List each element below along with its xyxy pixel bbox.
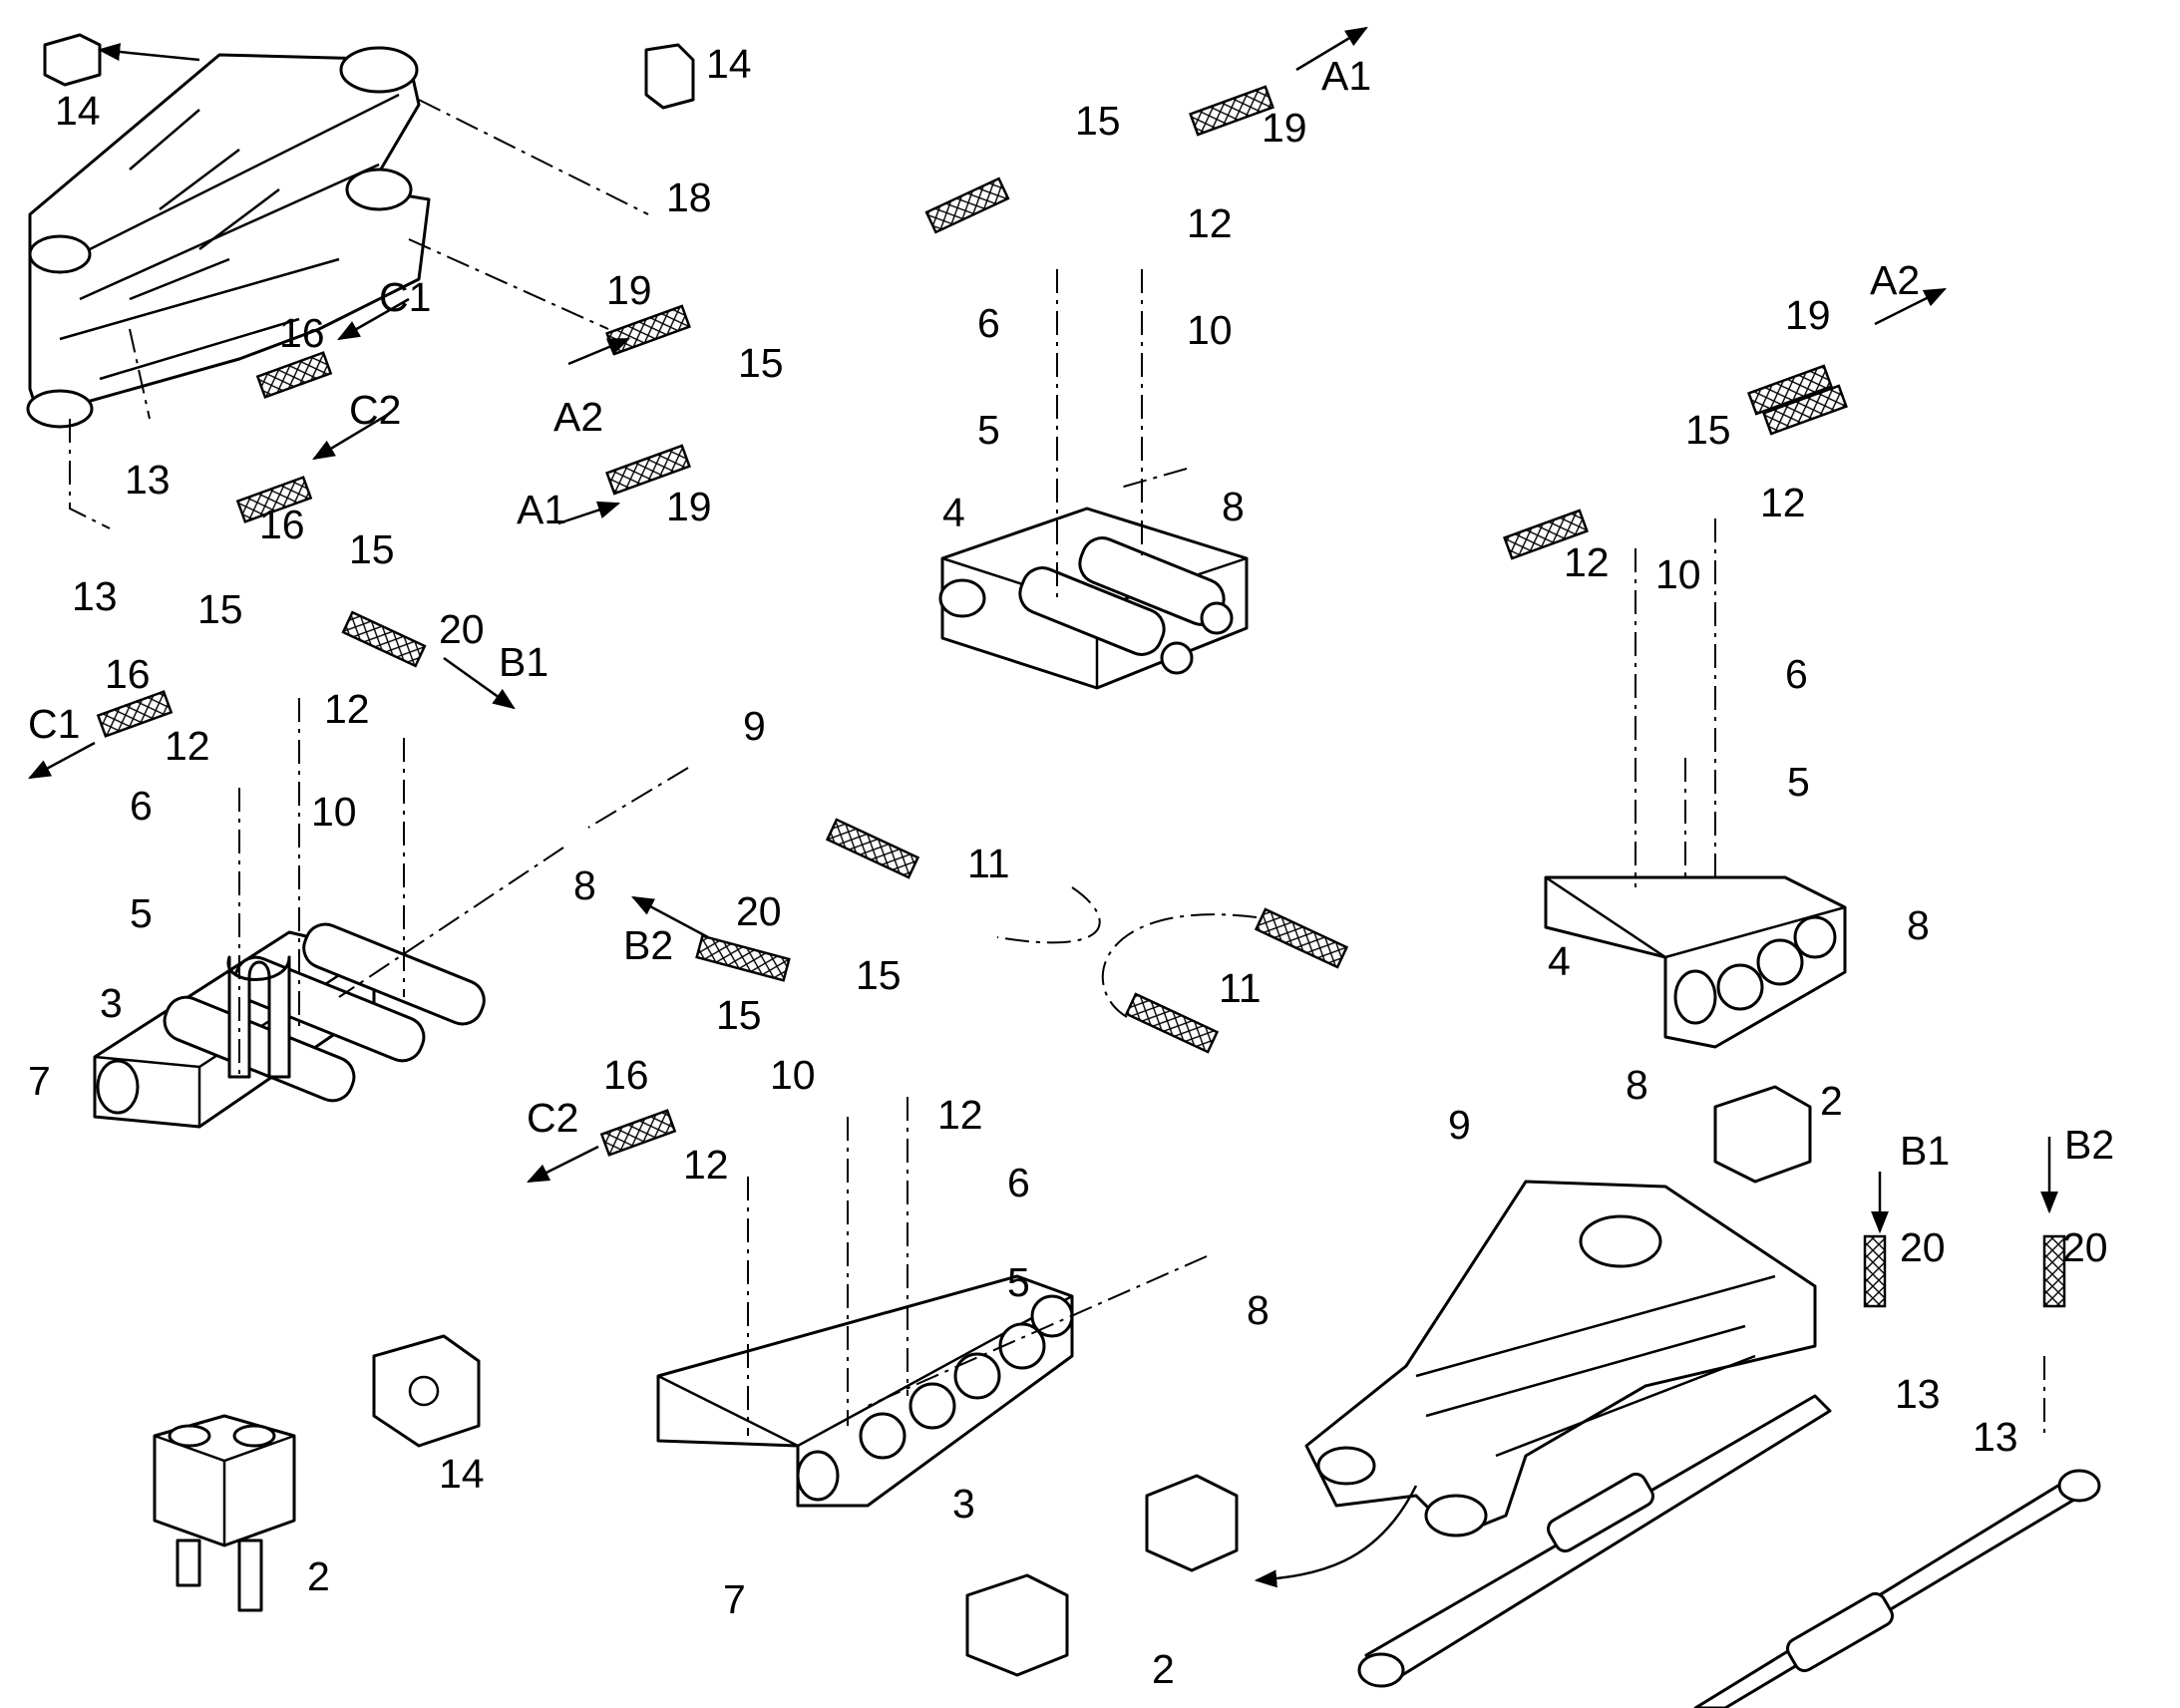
assembly-guide-lines <box>69 99 2045 1436</box>
callout-13-right-a: 13 <box>1895 1371 1941 1417</box>
callout-12-mid-a: 12 <box>937 1092 983 1138</box>
clamp-part-2-right <box>1713 1085 1812 1184</box>
connector-a2-left: A2 <box>553 394 603 440</box>
callout-9-right: 9 <box>1448 1102 1471 1148</box>
callout-15-top-mid: 15 <box>1075 98 1121 144</box>
clamp-part-2-bottom-left <box>153 1414 296 1612</box>
callout-14-top-left: 14 <box>55 88 101 134</box>
connector-b2-mid: B2 <box>623 922 673 968</box>
callout-12-left-b: 12 <box>165 723 210 769</box>
callout-14-bottom: 14 <box>439 1451 485 1497</box>
connector-c1-top: C1 <box>379 274 431 320</box>
callout-18: 18 <box>666 174 712 220</box>
connector-labels: A1 A2 A2 A1 C1 C2 C1 C2 B1 B2 B1 B2 <box>28 53 2114 1174</box>
valve-block-3-bottom <box>656 1274 1074 1508</box>
callout-15-top: 15 <box>738 340 784 386</box>
callout-8-mid: 8 <box>1247 1287 1270 1333</box>
clamp-part-14-bottom <box>372 1334 481 1448</box>
callout-12-right-b: 12 <box>1564 539 1610 585</box>
callout-19-lower: 19 <box>666 484 712 529</box>
callout-8-right-b: 8 <box>1626 1062 1648 1108</box>
callout-12-top-mid: 12 <box>1187 200 1233 246</box>
callout-11-right: 11 <box>1219 965 1262 1011</box>
callout-14-top-middle: 14 <box>706 41 752 87</box>
connector-c2-mid: C2 <box>527 1095 578 1141</box>
callout-12-mid-b: 12 <box>683 1142 729 1188</box>
callout-11-left: 11 <box>967 841 1010 886</box>
callout-15-mid-b: 15 <box>716 992 762 1038</box>
callout-20-left: 20 <box>439 606 485 652</box>
valve-block-4-top <box>938 507 1249 690</box>
callout-4-top-mid: 4 <box>942 490 965 535</box>
callout-15-left-a: 15 <box>349 526 395 572</box>
boom-lower-right <box>1304 1180 2101 1708</box>
callout-2-bottom-left: 2 <box>307 1553 330 1599</box>
callout-2-right: 2 <box>1820 1078 1843 1124</box>
callout-13-lower: 13 <box>72 573 118 619</box>
callout-5-left: 5 <box>130 890 153 936</box>
callout-16-upper: 16 <box>279 310 325 356</box>
callout-6-right: 6 <box>1785 651 1808 697</box>
callout-15-right: 15 <box>1685 407 1731 453</box>
boom-bracket-top-left <box>26 46 431 429</box>
callout-10-top-mid: 10 <box>1187 307 1233 353</box>
part-callouts: 14 14 18 19 15 19 16 16 13 13 15 15 12 2… <box>28 41 2108 1692</box>
callout-20-mid: 20 <box>736 888 782 934</box>
callout-8-right-a: 8 <box>1907 902 1930 948</box>
callout-3-mid: 3 <box>952 1481 975 1527</box>
callout-6-left: 6 <box>130 783 153 829</box>
connector-a1-top: A1 <box>1321 53 1371 99</box>
callout-7-mid: 7 <box>723 1576 746 1622</box>
callout-19-top-right: 19 <box>1262 105 1307 151</box>
callout-16-mid: 16 <box>603 1052 649 1098</box>
callout-7-left: 7 <box>28 1058 51 1104</box>
callout-3-left: 3 <box>100 980 123 1026</box>
callout-8-left: 8 <box>573 862 596 908</box>
callout-13-right-b: 13 <box>1973 1414 2018 1460</box>
callout-5-top-mid: 5 <box>977 407 1000 453</box>
callout-13-upper: 13 <box>125 457 171 503</box>
connector-a1-left: A1 <box>517 487 566 532</box>
hose-assemblies <box>96 85 2066 1308</box>
callout-16-lower: 16 <box>259 502 305 547</box>
valve-block-3-left <box>93 922 486 1129</box>
callout-19-top: 19 <box>606 267 652 313</box>
clamp-part-14-top-left <box>43 33 102 87</box>
callout-9-left: 9 <box>743 703 766 749</box>
callout-12-right-a: 12 <box>1760 480 1806 525</box>
callout-2-bottom-center: 2 <box>1152 1646 1175 1692</box>
callout-10-left: 10 <box>311 789 357 835</box>
callout-6-mid: 6 <box>1007 1160 1030 1205</box>
valve-block-4-right <box>1544 875 1847 1049</box>
clamp-part-2-bottom-center <box>965 1474 1239 1677</box>
callout-6-top-mid: 6 <box>977 300 1000 346</box>
callout-20-right-b: 20 <box>2062 1224 2108 1270</box>
connector-c1-left: C1 <box>28 701 80 747</box>
callout-5-right: 5 <box>1787 759 1810 805</box>
callout-8-top-mid: 8 <box>1222 484 1245 529</box>
callout-10-mid: 10 <box>770 1052 816 1098</box>
connector-c2-top: C2 <box>349 387 401 433</box>
flow-arrows <box>28 26 2058 1588</box>
connector-b1-right: B1 <box>1900 1128 1950 1174</box>
callout-5-mid: 5 <box>1007 1259 1030 1305</box>
connector-a2-right: A2 <box>1870 257 1920 303</box>
callout-12-left-a: 12 <box>324 686 370 732</box>
callout-15-left-b: 15 <box>197 586 243 632</box>
callout-16-left: 16 <box>105 651 151 697</box>
callout-10-right: 10 <box>1655 551 1701 597</box>
clamp-part-14-top-middle <box>644 43 695 110</box>
callout-15-mid-a: 15 <box>856 952 902 998</box>
callout-19-right: 19 <box>1785 292 1831 338</box>
callout-20-right-a: 20 <box>1900 1224 1946 1270</box>
callout-4-right: 4 <box>1548 938 1571 984</box>
connector-b2-right: B2 <box>2064 1122 2114 1168</box>
connector-b1-left: B1 <box>499 639 548 685</box>
